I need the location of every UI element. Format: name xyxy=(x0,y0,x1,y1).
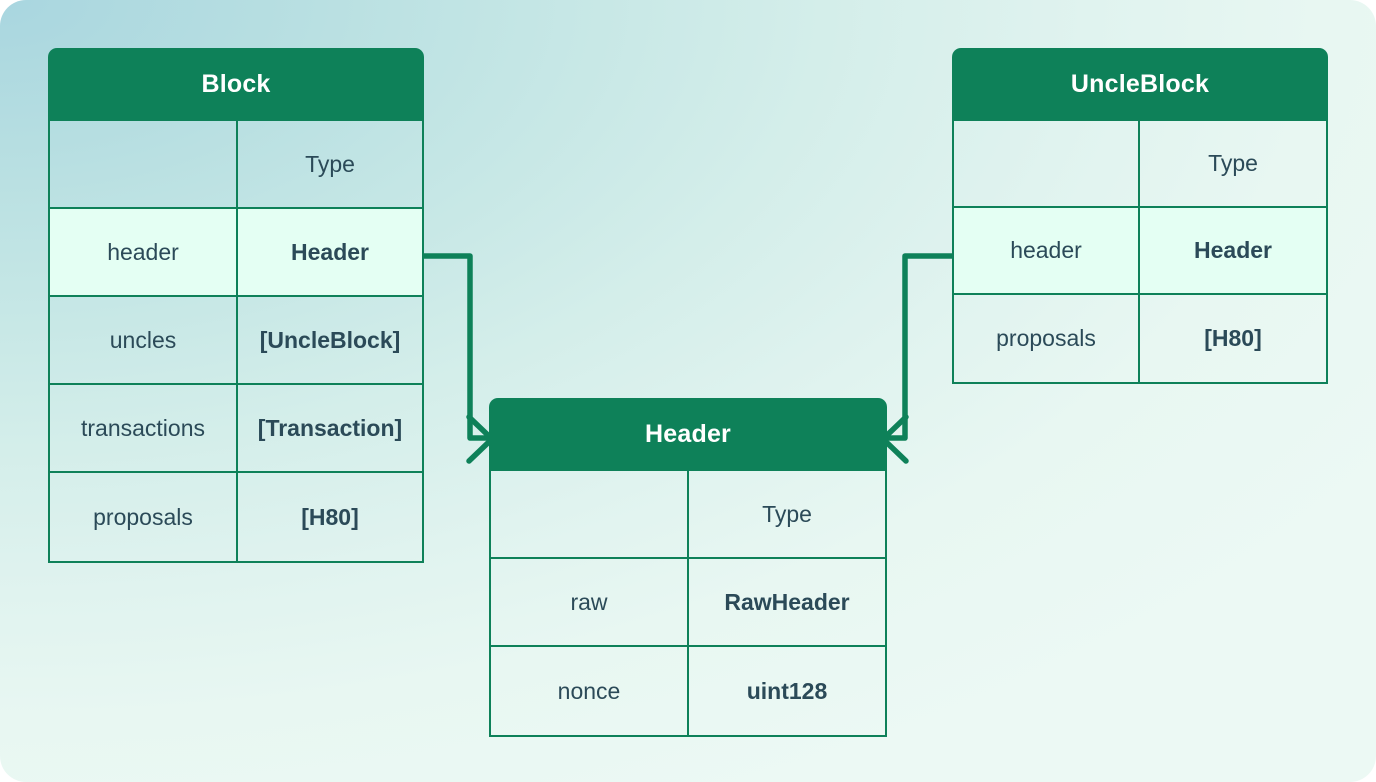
field-type: RawHeader xyxy=(724,588,850,615)
connector-uncleblock-to-header xyxy=(885,253,955,441)
entity-header-grid: Type raw RawHeader nonce uint128 xyxy=(489,471,887,737)
entity-header-col-name-blank xyxy=(491,471,689,557)
field-name: header xyxy=(954,208,1140,293)
table-row[interactable]: proposals [H80] xyxy=(954,295,1326,382)
table-row: Type xyxy=(50,121,422,209)
table-row[interactable]: uncles [UncleBlock] xyxy=(50,297,422,385)
connector-block-to-header xyxy=(420,253,490,441)
table-row[interactable]: header Header xyxy=(50,209,422,297)
field-name: nonce xyxy=(491,647,689,735)
field-name: uncles xyxy=(50,297,238,383)
field-name: proposals xyxy=(954,295,1140,382)
entity-uncleblock-grid: Type header Header proposals [H80] xyxy=(952,121,1328,384)
entity-uncleblock[interactable]: UncleBlock Type header Header proposals … xyxy=(952,48,1328,384)
table-row[interactable]: raw RawHeader xyxy=(491,559,885,647)
entity-header-title: Header xyxy=(489,398,887,471)
field-name: proposals xyxy=(50,473,238,561)
entity-uncleblock-col-type-label: Type xyxy=(1208,150,1258,176)
field-type: Header xyxy=(1194,237,1272,263)
field-type: uint128 xyxy=(746,677,828,704)
field-type: [H80] xyxy=(1204,325,1262,351)
field-type: [UncleBlock] xyxy=(259,326,401,353)
field-type: Header xyxy=(291,238,369,265)
entity-block-grid: Type header Header uncles [UncleBlock] t… xyxy=(48,121,424,563)
entity-header-col-type-label: Type xyxy=(762,500,812,527)
entity-block[interactable]: Block Type header Header uncles [UncleBl… xyxy=(48,48,424,563)
field-type: [Transaction] xyxy=(257,414,403,441)
entity-block-col-type-label: Type xyxy=(305,150,355,177)
table-row[interactable]: nonce uint128 xyxy=(491,647,885,735)
table-row[interactable]: proposals [H80] xyxy=(50,473,422,561)
table-row: Type xyxy=(491,471,885,559)
entity-block-title: Block xyxy=(48,48,424,121)
field-name: transactions xyxy=(50,385,238,471)
entity-uncleblock-col-name-blank xyxy=(954,121,1140,206)
table-row: Type xyxy=(954,121,1326,208)
field-name: header xyxy=(50,209,238,295)
table-row[interactable]: header Header xyxy=(954,208,1326,295)
entity-block-col-name-blank xyxy=(50,121,238,207)
table-row[interactable]: transactions [Transaction] xyxy=(50,385,422,473)
entity-uncleblock-title: UncleBlock xyxy=(952,48,1328,121)
field-type: [H80] xyxy=(301,503,359,530)
entity-header[interactable]: Header Type raw RawHeader nonce uint128 xyxy=(489,398,887,737)
field-name: raw xyxy=(491,559,689,645)
